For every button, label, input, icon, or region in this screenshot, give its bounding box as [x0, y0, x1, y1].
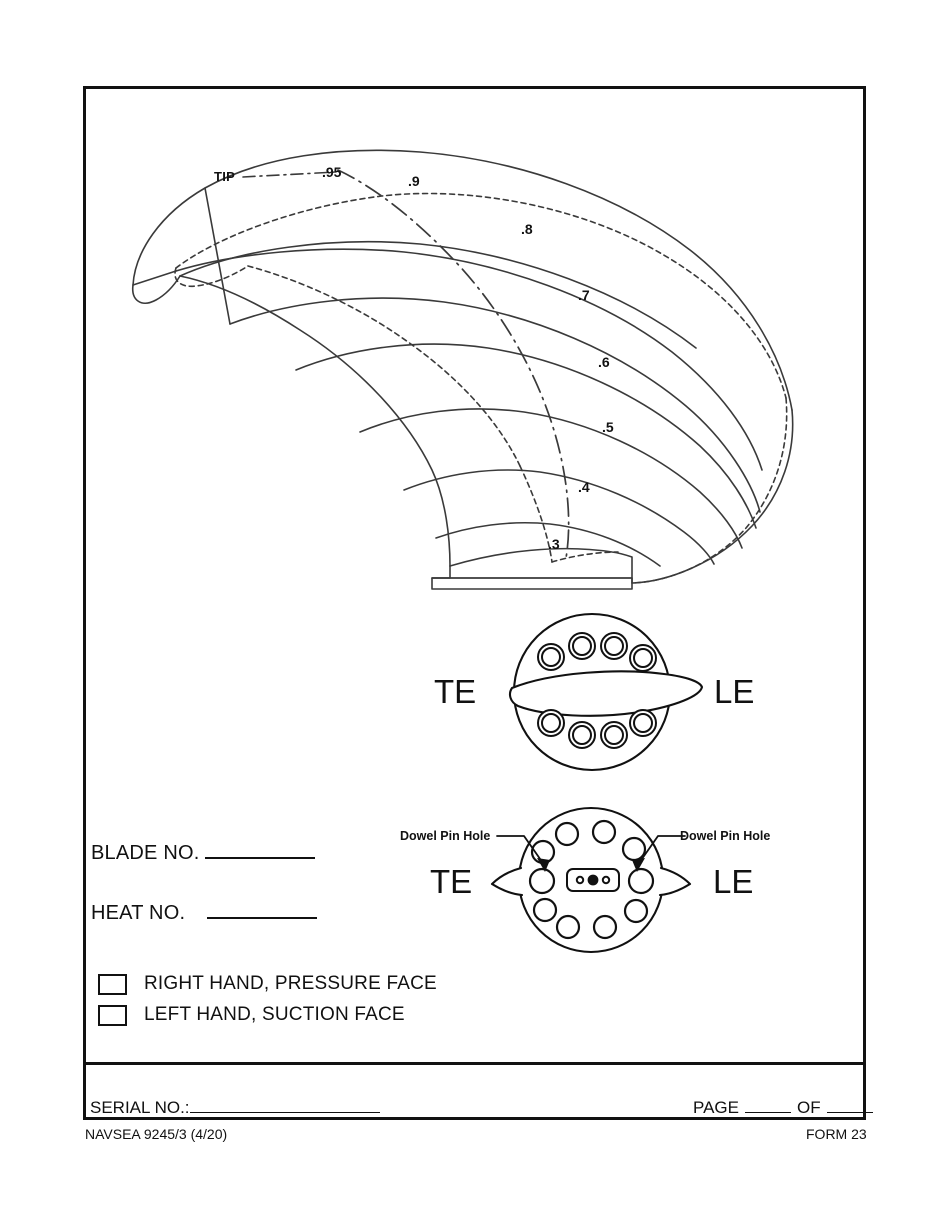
page-total-input[interactable]	[826, 1097, 873, 1114]
radius-station-label-4: .4	[578, 479, 590, 495]
hub-upper-te-label: TE	[434, 673, 477, 710]
of-label: OF	[796, 1098, 821, 1118]
radius-station-label-7: .7	[578, 287, 590, 303]
hub-upper-le-label: LE	[714, 673, 755, 710]
radius-station-label-8: .8	[521, 221, 533, 237]
radius-station-label-3: .3	[548, 536, 560, 552]
hub-lower-le-label: LE	[713, 863, 754, 900]
form-border-box	[83, 86, 866, 1120]
serial-no-field[interactable]: SERIAL NO.:	[90, 1097, 380, 1118]
page-number-field[interactable]: PAGE OF	[693, 1097, 873, 1118]
dowel-pin-hole-label-left: Dowel Pin Hole	[400, 829, 491, 843]
heat-no-label: HEAT NO.	[91, 902, 186, 924]
serial-no-label: SERIAL NO.:	[90, 1098, 190, 1118]
page-label: PAGE	[693, 1098, 739, 1118]
checkbox-label-left-hand: LEFT HAND, SUCTION FACE	[144, 1004, 405, 1025]
heat-no-input[interactable]	[206, 898, 317, 919]
serial-no-input[interactable]	[189, 1097, 380, 1114]
footer-divider	[83, 1062, 866, 1065]
dowel-pin-hole-label-right: Dowel Pin Hole	[680, 829, 771, 843]
checkbox-left-hand-suction-face[interactable]	[98, 1004, 127, 1026]
tip-label: TIP	[214, 169, 236, 184]
radius-station-label-6: .6	[598, 354, 610, 370]
checkbox-row-left-hand[interactable]: LEFT HAND, SUCTION FACE	[98, 1004, 405, 1026]
radius-station-label-5: .5	[602, 419, 614, 435]
checkbox-right-hand-pressure-face[interactable]	[98, 973, 127, 995]
hub-lower-te-label: TE	[430, 863, 473, 900]
radius-station-label-9: .9	[408, 173, 420, 189]
heat-no-field[interactable]: HEAT NO.	[91, 898, 317, 923]
checkbox-label-right-hand: RIGHT HAND, PRESSURE FACE	[144, 973, 437, 994]
page-number-input[interactable]	[744, 1097, 791, 1114]
radius-station-label-95: .95	[322, 164, 342, 180]
blade-no-field[interactable]: BLADE NO.	[91, 838, 316, 864]
form-number: FORM 23	[806, 1126, 867, 1142]
checkbox-row-right-hand[interactable]: RIGHT HAND, PRESSURE FACE	[98, 973, 437, 995]
blade-no-label: BLADE NO.	[91, 842, 200, 864]
navsea-form-number: NAVSEA 9245/3 (4/20)	[85, 1126, 228, 1142]
blade-no-input[interactable]	[205, 838, 316, 859]
